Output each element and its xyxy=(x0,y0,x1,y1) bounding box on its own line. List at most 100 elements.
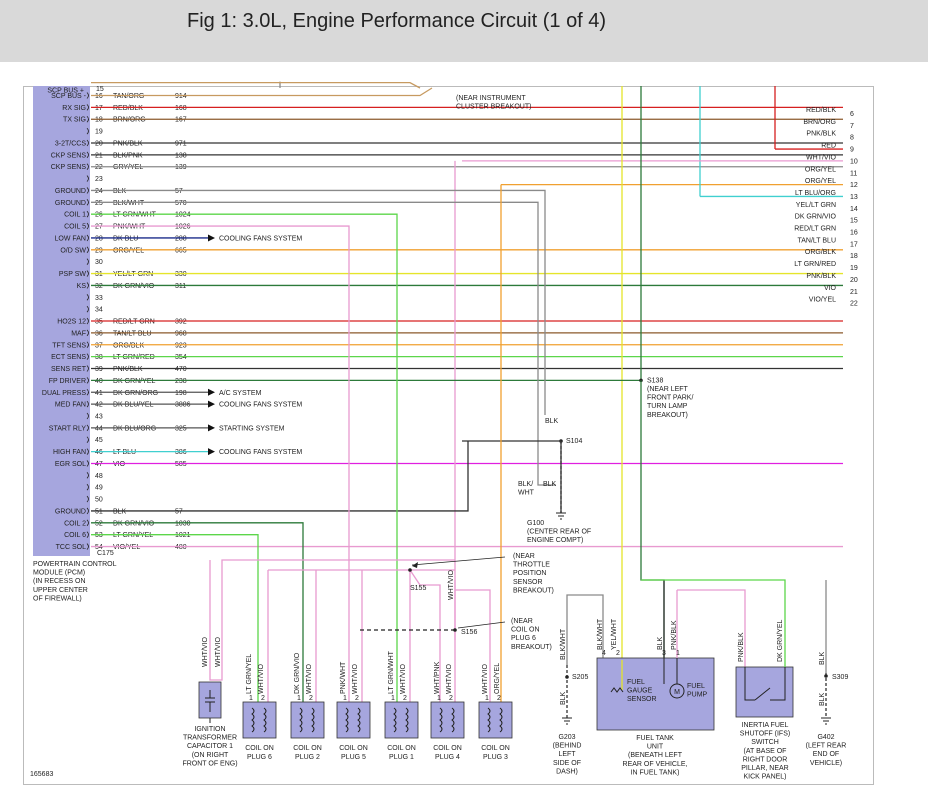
coil-wire-2: WHT/VIO xyxy=(352,664,359,694)
pin-bracket xyxy=(86,305,89,313)
inertia-wire-label: DK GRN/YEL xyxy=(777,619,784,662)
coil-name: COIL ON xyxy=(481,745,510,752)
circuit-number: 354 xyxy=(175,354,187,361)
pcm-label: OF FIREWALL) xyxy=(33,595,82,602)
label-g203: SIDE OF xyxy=(553,760,581,767)
right-number: 12 xyxy=(850,182,858,189)
label-ignition-capacitor: TRANSFORMER xyxy=(183,735,237,742)
pin-bracket xyxy=(86,543,89,550)
wire-color-label: BLK/WHT xyxy=(113,200,145,207)
pin-number: 17 xyxy=(95,105,103,112)
label-s104: S104 xyxy=(566,438,582,445)
pin-number: 44 xyxy=(95,425,103,432)
wire-color-label: DK GRN/VIO xyxy=(113,283,155,290)
figure-id: 165683 xyxy=(30,771,53,778)
pin-bracket xyxy=(86,436,89,444)
pin-name: HIGH FAN xyxy=(53,449,86,456)
wire-coil-5 xyxy=(91,225,350,702)
wire-color-label: BLK xyxy=(113,508,127,515)
pin-number: 38 xyxy=(95,354,103,361)
coil-wire-2: WHT/VIO xyxy=(258,664,265,694)
pin-name: PSP SW xyxy=(59,271,86,278)
pin-number: 32 xyxy=(95,283,103,290)
coil-winding xyxy=(487,707,491,733)
pin-bracket xyxy=(86,115,89,123)
coil-on-plug xyxy=(336,701,371,739)
pin-bracket xyxy=(86,377,89,384)
right-number: 20 xyxy=(850,277,858,284)
label-inertia: RIGHT DOOR xyxy=(743,756,788,763)
fuel-tank-unit xyxy=(596,657,715,731)
right-number: 22 xyxy=(850,301,858,308)
right-number: 6 xyxy=(850,111,854,118)
pin-name: GROUND xyxy=(55,508,86,515)
coil-pin: 1 xyxy=(249,695,253,702)
pin-bracket xyxy=(86,353,89,360)
wire-color-label: BLK/PNK xyxy=(113,152,143,159)
pin-name: O/D SW xyxy=(60,247,86,254)
pin-bracket xyxy=(86,495,89,503)
pin-bracket xyxy=(86,246,89,254)
pin-name: MED FAN xyxy=(55,402,86,409)
label-g402-top: BLK xyxy=(819,651,826,665)
wire-color-label: PNK/BLK xyxy=(113,140,143,147)
coil-name: COIL ON xyxy=(339,745,368,752)
wire-color-label: PNK/BLK xyxy=(113,366,143,373)
wire-whtvio-main xyxy=(209,559,455,681)
circuit-number: 167 xyxy=(175,117,187,124)
circuit-number: 138 xyxy=(175,152,187,159)
right-wire-label: WHT/VIO xyxy=(806,154,836,161)
pin-name: COIL 1 xyxy=(64,212,86,219)
circuit-number: 1026 xyxy=(175,224,191,231)
label-g203-top: BLK/WHT xyxy=(560,628,567,660)
label-inertia: KICK PANEL) xyxy=(743,774,786,781)
pin-name: COIL 2 xyxy=(64,520,86,527)
pin-number: 47 xyxy=(95,461,103,468)
pin-number: 28 xyxy=(95,235,103,242)
circuit-number: 923 xyxy=(175,342,187,349)
pin-number: 33 xyxy=(95,295,103,302)
inertia-wire-label: PNK/BLK xyxy=(738,632,745,662)
wire-color-label: BRN/ORG xyxy=(113,117,146,124)
pin-bracket xyxy=(86,507,89,515)
label-fuel-tank: UNIT xyxy=(647,744,664,751)
pin-number: 26 xyxy=(95,212,103,219)
label-g203: DASH) xyxy=(556,768,578,775)
pin-name: CKP SENS xyxy=(51,152,87,159)
note-g100: (CENTER REAR OF xyxy=(527,529,591,536)
note-s138: (NEAR LEFT xyxy=(647,386,689,393)
note-s138: FRONT PARK/ xyxy=(647,395,693,402)
leader-arrow xyxy=(412,562,418,568)
label-inertia: PILLAR, NEAR xyxy=(741,765,788,772)
note-near-coil: (NEAR xyxy=(511,618,533,625)
leader-s155 xyxy=(411,556,506,566)
coil-pin: 2 xyxy=(497,695,501,702)
pin-bracket xyxy=(86,151,89,159)
pin-name: START RLY xyxy=(49,425,87,432)
system-arrow xyxy=(208,448,215,456)
pin-number: 45 xyxy=(95,437,103,444)
pin-number: 37 xyxy=(95,342,103,349)
wire-color-label: RED/BLK xyxy=(113,105,143,112)
fuel-wire-label: BLK xyxy=(657,636,664,650)
capacitor-symbol xyxy=(205,690,215,712)
ground-symbol xyxy=(556,512,566,520)
right-wire-label: PNK/BLK xyxy=(806,273,836,280)
fuel-wire-label: PNK/BLK xyxy=(671,620,678,650)
coil-winding xyxy=(499,707,503,733)
pin-number: 34 xyxy=(95,307,103,314)
wire-color-label: ORG/YEL xyxy=(113,247,144,254)
pcm-label: MODULE (PCM) xyxy=(33,570,85,577)
pin-number: 49 xyxy=(95,485,103,492)
pin-bracket xyxy=(86,234,89,242)
label-ignition-capacitor: FRONT OF ENG) xyxy=(182,760,237,767)
label-blk-wht: WHT xyxy=(518,490,535,497)
coil-pin: 1 xyxy=(297,695,301,702)
right-wire-label: LT GRN/RED xyxy=(794,261,836,268)
pin-number: 50 xyxy=(95,497,103,504)
coil-on-plug xyxy=(384,701,419,739)
right-wire-label: VIO/YEL xyxy=(809,297,836,304)
label-fuel-pump: FUEL xyxy=(687,683,705,690)
pcm-module xyxy=(33,86,90,556)
